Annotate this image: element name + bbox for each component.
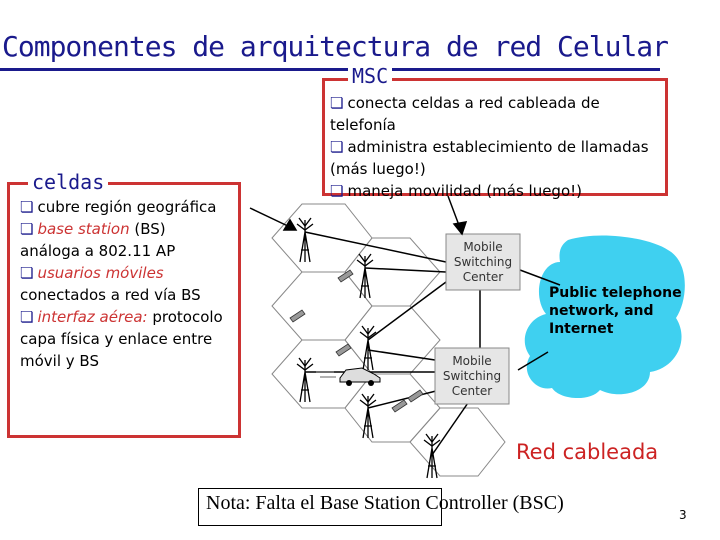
hex-cell <box>271 203 373 273</box>
cells-callout-label: celdas <box>28 170 109 194</box>
cell-phone-icon <box>391 399 408 413</box>
msc-label-line: Switching <box>442 369 502 383</box>
cells-bullet: ❏base station (BS) análoga a 802.11 AP <box>20 220 176 260</box>
msc-label-line: Center <box>462 270 504 284</box>
mobile-phones <box>289 269 424 413</box>
page-number: 3 <box>679 508 687 522</box>
bullet-icon: ❏ <box>330 94 344 112</box>
msc-label-2: Mobile Switching Center <box>435 354 509 399</box>
msc-callout-label: MSC <box>348 64 393 88</box>
msc-label-line: Mobile <box>452 354 492 368</box>
antenna-tower-icon <box>296 217 314 263</box>
note-box <box>198 488 442 526</box>
cloud-label-line: Public telephone <box>549 285 682 301</box>
msc-bullet-list: ❏conecta celdas a red cableada de telefo… <box>330 92 660 202</box>
wired-network-cloud <box>524 235 685 399</box>
antenna-tower-icon <box>359 393 377 439</box>
hex-cell <box>271 271 373 341</box>
bullet-icon: ❏ <box>330 138 344 156</box>
cloud-label-line: network, and <box>549 303 654 319</box>
msc-bullet: ❏conecta celdas a red cableada de telefo… <box>330 94 600 134</box>
antenna-tower-icon <box>359 325 377 371</box>
msc-label-line: Mobile <box>463 240 503 254</box>
bullet-icon: ❏ <box>20 198 34 216</box>
page-title: Componentes de arquitectura de red Celul… <box>2 30 669 63</box>
antenna-tower-icon <box>423 433 441 479</box>
footnote: Nota: Falta el Base Station Controller (… <box>206 492 564 514</box>
cells-bullet-list: ❏cubre región geográfica ❏base station (… <box>20 196 225 372</box>
antenna-tower-icon <box>356 253 374 299</box>
msc-label-1: Mobile Switching Center <box>446 240 520 285</box>
cell-phone-icon <box>337 269 354 283</box>
cloud-label: Public telephone network, and Internet <box>549 284 682 338</box>
msc-bullet: ❏administra establecimiento de llamadas … <box>330 138 649 178</box>
bullet-icon: ❏ <box>20 264 34 282</box>
antenna-tower-icon <box>296 357 314 403</box>
msc-box-1 <box>445 233 521 291</box>
bullet-icon: ❏ <box>20 308 34 326</box>
cell-phone-icon <box>289 309 306 323</box>
wired-links <box>304 231 561 456</box>
hex-cell <box>409 407 506 477</box>
cells-bullet: ❏cubre región geográfica <box>20 198 217 216</box>
wired-network-label: Red cableada <box>516 440 659 464</box>
cells-callout-box <box>7 182 241 438</box>
cells-bullet: ❏interfaz aérea: protocolo capa física y… <box>20 308 223 370</box>
bullet-icon: ❏ <box>20 220 34 238</box>
msc-label-line: Switching <box>453 255 513 269</box>
msc-label-line: Center <box>451 384 493 398</box>
cell-phone-icon <box>407 389 424 403</box>
title-underline <box>0 68 660 71</box>
cloud-label-line: Internet <box>549 321 614 337</box>
hex-cell <box>344 305 441 375</box>
msc-callout-box <box>322 78 668 196</box>
hex-cell <box>344 237 441 307</box>
pointer-arrows <box>249 195 468 236</box>
antenna-towers <box>296 217 441 479</box>
bullet-icon: ❏ <box>330 182 344 200</box>
msc-bullet: ❏maneja movilidad (más luego!) <box>330 182 582 200</box>
msc-box-2 <box>434 347 510 405</box>
cell-phone-icon <box>335 343 352 357</box>
car-icon <box>316 367 381 386</box>
cells-bullet: ❏usuarios móviles conectados a red vía B… <box>20 264 201 304</box>
